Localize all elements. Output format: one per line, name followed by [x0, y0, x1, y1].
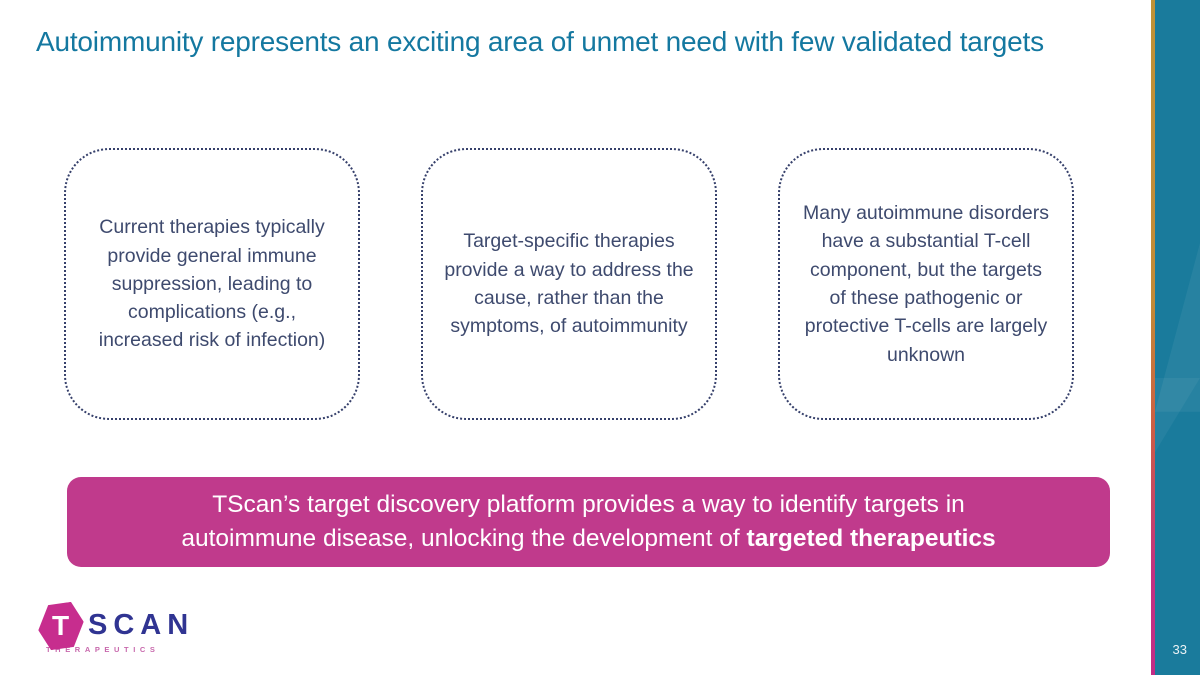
dotted-box-text: Current therapies typically provide gene…: [98, 216, 326, 352]
dotted-box-tcell-targets-unknown: Many autoimmune disorders have a substan…: [778, 148, 1074, 420]
dotted-box-target-specific-therapies: Target-specific therapies provide a way …: [421, 148, 717, 420]
dotted-box-current-therapies: Current therapies typically provide gene…: [64, 148, 360, 420]
logo-wordmark: SCAN THERAPEUTICS: [46, 603, 195, 654]
hexagon-letter: T: [52, 610, 70, 642]
logo-name: SCAN: [88, 609, 195, 641]
tscan-hexagon-icon: T: [36, 601, 87, 652]
gradient-accent-line: [1151, 0, 1155, 675]
dotted-box-text: Many autoimmune disorders have a substan…: [802, 202, 1050, 366]
slide-title: Autoimmunity represents an exciting area…: [36, 26, 1044, 57]
banner-line1: TScan’s target discovery platform provid…: [212, 491, 965, 519]
takeaway-banner: TScan’s target discovery platform provid…: [67, 477, 1110, 567]
banner-line2-regular: autoimmune disease, unlocking the develo…: [181, 525, 747, 552]
dotted-box-text: Target-specific therapies provide a way …: [444, 230, 694, 338]
teal-sidebar: 33: [1155, 0, 1200, 675]
takeaway-banner-text: TScan’s target discovery platform provid…: [181, 488, 995, 556]
tscan-logo: T SCAN THERAPEUTICS: [38, 603, 194, 654]
page-number: 33: [1172, 642, 1187, 657]
right-edge-decoration: 33: [1151, 0, 1200, 675]
banner-line2-bold: targeted therapeutics: [746, 525, 996, 552]
logo-subtitle: THERAPEUTICS: [46, 645, 160, 655]
key-points-row: Current therapies typically provide gene…: [64, 148, 1074, 420]
